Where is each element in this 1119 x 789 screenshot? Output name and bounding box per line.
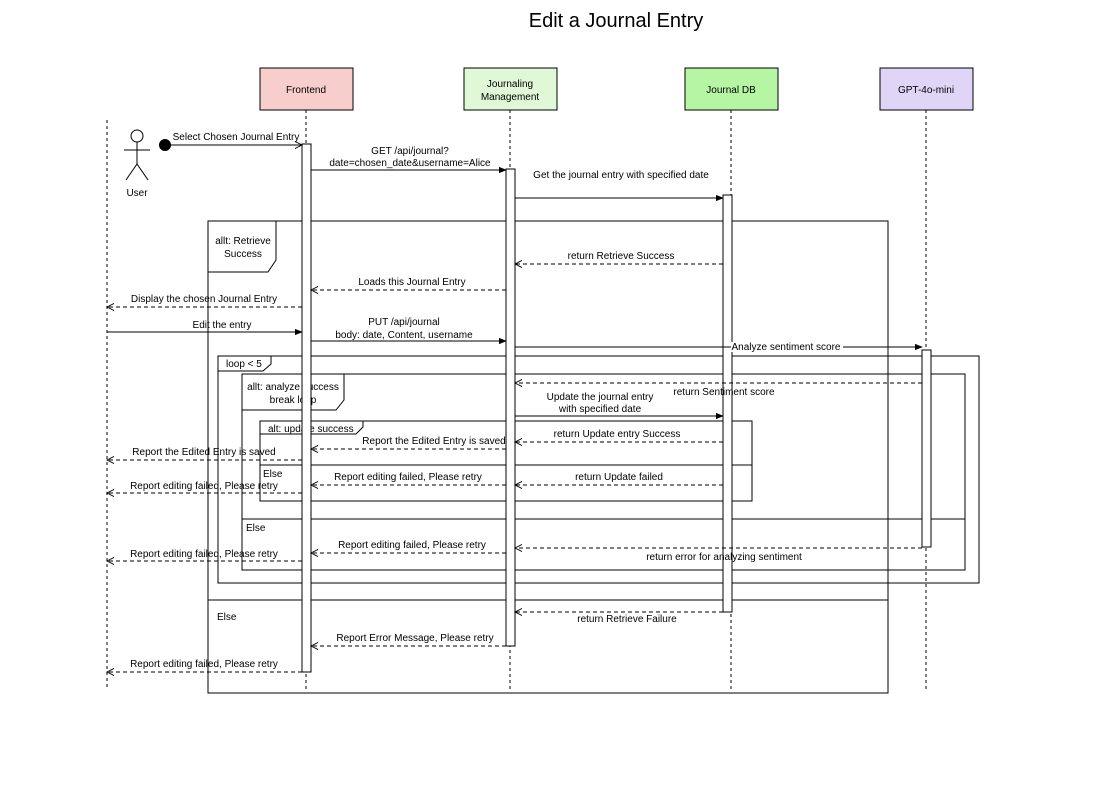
participant-journaling-management: Journaling Management [463,67,558,111]
actor-label: User [126,188,148,199]
message-label: GET /api/journal? [371,146,449,157]
message-label: Report the Edited Entry is saved [132,447,275,458]
participant-frontend: Frontend [259,67,354,111]
fragment-alt-analyze: allt: analyze success break loop Else [241,373,966,571]
found-message-dot [159,139,171,151]
message-label: Report editing failed, Please retry [130,481,278,492]
message-label: Report editing failed, Please retry [130,549,278,560]
message-label: return error for analyzing sentiment [646,552,802,563]
participant-journal-db: Journal DB [684,67,779,111]
message-label: return Update failed [575,472,663,483]
fragment-label: allt: Retrieve [215,236,271,247]
message-label: return Retrieve Failure [577,614,677,625]
message-label: with specified date [558,404,642,415]
message-label: Loads this Journal Entry [358,277,465,288]
participant-label: Frontend [286,85,326,96]
message-label: Display the chosen Journal Entry [131,294,277,305]
fragment-alt-retrieve: allt: Retrieve Success Else [207,220,889,694]
fragment-label: allt: analyze success [247,382,339,393]
message-label: Edit the entry [193,320,252,331]
user-actor-icon [124,129,150,181]
activation-gpt [921,349,932,548]
fragment-label: Success [224,249,262,260]
activation-bars [301,143,932,673]
message-label-bg [731,342,843,352]
message-labels: Select Chosen Journal Entry GET /api/jou… [130,132,843,670]
fragment-label: loop < 5 [226,359,262,370]
message-label: Report Error Message, Please retry [336,633,493,644]
message-label: Report editing failed, Please retry [334,472,482,483]
message-label: Get the journal entry with specified dat… [533,170,709,181]
participant-label: Management [481,92,540,103]
lifelines [106,110,927,690]
message-label: Update the journal entry [547,392,654,403]
participant-label: Journaling [487,79,533,90]
message-label: return Update entry Success [554,429,681,440]
messages [107,139,923,673]
message-label: return Sentiment score [673,387,775,398]
message-label: Select Chosen Journal Entry [173,132,300,143]
message-label: return Retrieve Success [568,251,675,262]
message-label: Report editing failed, Please retry [130,659,278,670]
message-label: body: date, Content, username [335,330,473,341]
else-label: Else [217,612,237,623]
else-label: Else [263,469,283,480]
fragment-loop: loop < 5 [217,355,980,584]
else-label: Else [246,523,266,534]
message-label: Analyze sentiment score [732,342,841,353]
message-label: Report editing failed, Please retry [338,540,486,551]
message-label: Report the Edited Entry is saved [362,436,505,447]
participant-label: GPT-4o-mini [898,85,954,96]
participant-label: Journal DB [706,85,756,96]
activation-jm [505,168,516,647]
participant-gpt-4o-mini: GPT-4o-mini [879,67,974,111]
diagram-title: Edit a Journal Entry [529,10,704,32]
fragment-label: break loop [270,395,317,406]
message-label: PUT /api/journal [368,317,440,328]
activation-db [722,194,733,613]
message-label: date=chosen_date&username=Alice [329,158,491,169]
activation-frontend [301,143,312,673]
